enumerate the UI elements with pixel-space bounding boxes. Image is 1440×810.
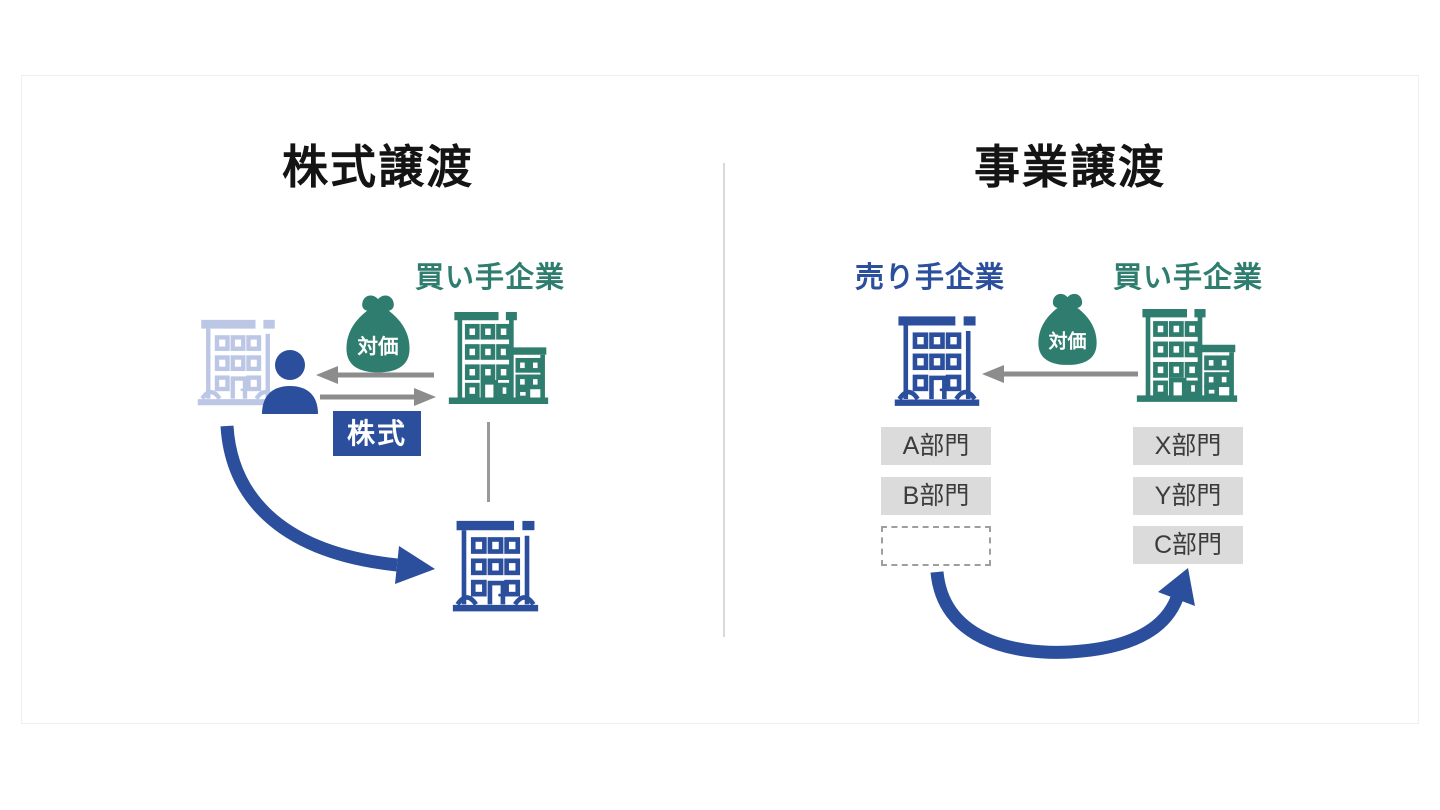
seller-building-icon-right bbox=[892, 309, 982, 410]
transferred-department-placeholder-box bbox=[881, 526, 991, 566]
consideration-label-right: 対価 bbox=[1048, 329, 1087, 352]
business-transfer-curved-arrow bbox=[930, 568, 1195, 659]
department-box-c: C部門 bbox=[1133, 526, 1243, 564]
money-bag-icon: 対価 bbox=[346, 295, 410, 373]
buyer-company-label-right: 買い手企業 bbox=[1112, 262, 1263, 294]
money-bag-icon-right: 対価 bbox=[1038, 293, 1097, 365]
department-box-y: Y部門 bbox=[1133, 477, 1243, 515]
buyer-building-icon-right bbox=[1135, 299, 1239, 411]
ownership-connector-line bbox=[487, 422, 490, 502]
department-box-a: A部門 bbox=[881, 427, 991, 465]
panel-divider bbox=[723, 163, 725, 637]
stock-transfer-title: 株式譲渡 bbox=[282, 141, 474, 193]
department-box-x: X部門 bbox=[1133, 427, 1243, 465]
consideration-arrow bbox=[316, 366, 434, 384]
consideration-label: 対価 bbox=[357, 335, 399, 359]
consideration-arrow-right bbox=[982, 365, 1138, 383]
acquired-company-building-icon bbox=[451, 513, 540, 616]
stock-arrow bbox=[320, 388, 436, 406]
seller-company-label: 売り手企業 bbox=[854, 262, 1005, 294]
stock-label-box: 株式 bbox=[333, 411, 421, 456]
seller-person-icon bbox=[262, 350, 318, 414]
stock-transfer-curved-arrow bbox=[220, 425, 435, 584]
buyer-building-icon bbox=[447, 302, 550, 413]
buyer-company-label: 買い手企業 bbox=[414, 262, 565, 294]
department-box-b: B部門 bbox=[881, 477, 991, 515]
business-transfer-title: 事業譲渡 bbox=[974, 141, 1166, 193]
